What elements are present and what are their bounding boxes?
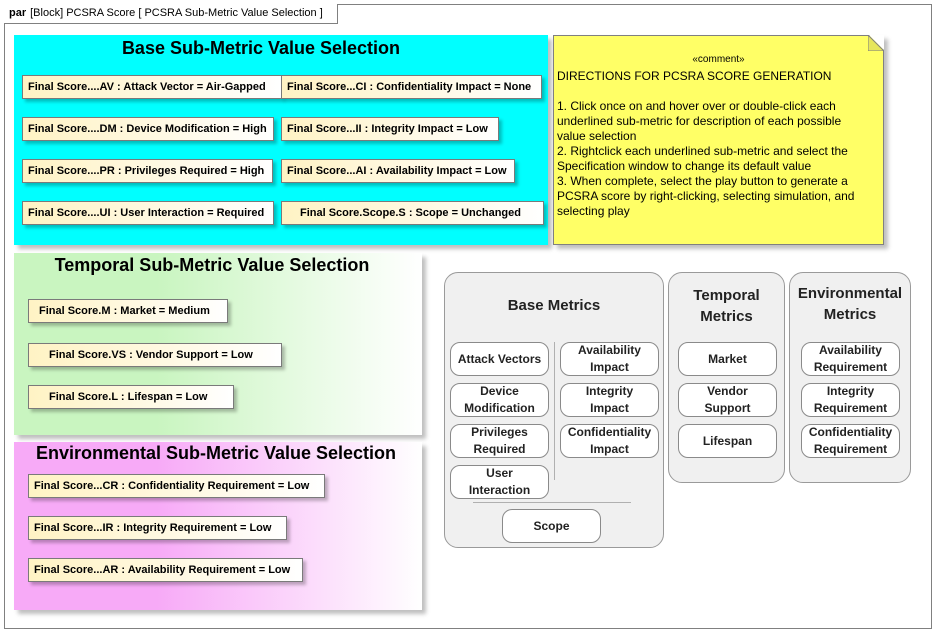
metric-confidentiality-impact[interactable]: Confidentiality Impact: [560, 424, 659, 458]
metric-availability-requirement[interactable]: Availability Requirement: [801, 342, 900, 376]
part-availability-requirement[interactable]: Final Score...AR : Availability Requirem…: [28, 558, 303, 582]
part-privileges-required[interactable]: Final Score....PR : Privileges Required …: [22, 159, 273, 183]
part-user-interaction[interactable]: Final Score....UI : User Interaction = R…: [22, 201, 274, 225]
metric-attack-vectors[interactable]: Attack Vectors: [450, 342, 549, 376]
metric-lifespan[interactable]: Lifespan: [678, 424, 777, 458]
directions-comment-note[interactable]: «comment» DIRECTIONS FOR PCSRA SCORE GEN…: [553, 35, 884, 245]
part-scope[interactable]: Final Score.Scope.S : Scope = Unchanged: [281, 201, 544, 225]
frame-header: par[Block] PCSRA Score [ PCSRA Sub-Metri…: [4, 4, 338, 24]
environmental-metrics-group: Environmental Metrics Availability Requi…: [789, 272, 911, 483]
metric-market[interactable]: Market: [678, 342, 777, 376]
comment-text: DIRECTIONS FOR PCSRA SCORE GENERATION 1.…: [557, 69, 855, 218]
temporal-metrics-title: Temporal Metrics: [693, 287, 760, 325]
part-confidentiality-impact[interactable]: Final Score...CI : Confidentiality Impac…: [281, 75, 542, 99]
metric-availability-impact[interactable]: Availability Impact: [560, 342, 659, 376]
frame-keyword: par: [9, 7, 27, 19]
metric-user-interaction[interactable]: User Interaction: [450, 465, 549, 499]
diagram-frame: [4, 4, 932, 629]
metric-device-modification[interactable]: Device Modification: [450, 383, 549, 417]
note-fold-corner: [868, 35, 884, 51]
metric-integrity-impact[interactable]: Integrity Impact: [560, 383, 659, 417]
base-panel-title: Base Sub-Metric Value Selection: [121, 38, 401, 58]
base-submetric-panel[interactable]: Base Sub-Metric Value Selection Final Sc…: [14, 35, 548, 245]
part-device-modification[interactable]: Final Score....DM : Device Modification …: [22, 117, 274, 141]
temporal-submetric-panel[interactable]: Temporal Sub-Metric Value Selection Fina…: [14, 253, 422, 435]
part-market[interactable]: Final Score.M : Market = Medium: [28, 299, 228, 323]
metric-scope[interactable]: Scope: [502, 509, 601, 543]
part-integrity-requirement[interactable]: Final Score...IR : Integrity Requirement…: [28, 516, 287, 540]
frame-title: [Block] PCSRA Score [ PCSRA Sub-Metric V…: [30, 7, 323, 19]
base-metrics-title: Base Metrics: [507, 297, 601, 314]
metric-privileges-required[interactable]: Privileges Required: [450, 424, 549, 458]
part-attack-vector[interactable]: Final Score....AV : Attack Vector = Air-…: [22, 75, 282, 99]
base-metrics-group: Base Metrics Attack Vectors Device Modif…: [444, 272, 664, 548]
metric-vendor-support[interactable]: Vendor Support: [678, 383, 777, 417]
part-vendor-support[interactable]: Final Score.VS : Vendor Support = Low: [28, 343, 282, 367]
part-lifespan[interactable]: Final Score.L : Lifespan = Low: [28, 385, 234, 409]
part-integrity-impact[interactable]: Final Score...II : Integrity Impact = Lo…: [281, 117, 499, 141]
metric-confidentiality-requirement[interactable]: Confidentiality Requirement: [801, 424, 900, 458]
part-availability-impact[interactable]: Final Score...AI : Availability Impact =…: [281, 159, 515, 183]
comment-stereotype: «comment»: [692, 54, 745, 65]
environmental-metrics-title: Environmental Metrics: [797, 285, 903, 323]
temporal-panel-title: Temporal Sub-Metric Value Selection: [54, 255, 370, 275]
part-confidentiality-requirement[interactable]: Final Score...CR : Confidentiality Requi…: [28, 474, 325, 498]
base-metrics-vertical-divider: [554, 342, 555, 480]
environmental-panel-title: Environmental Sub-Metric Value Selection: [35, 443, 397, 463]
temporal-metrics-group: Temporal Metrics Market Vendor Support L…: [668, 272, 785, 483]
base-metrics-horizontal-divider: [473, 502, 631, 503]
environmental-submetric-panel[interactable]: Environmental Sub-Metric Value Selection…: [14, 442, 422, 610]
metric-integrity-requirement[interactable]: Integrity Requirement: [801, 383, 900, 417]
